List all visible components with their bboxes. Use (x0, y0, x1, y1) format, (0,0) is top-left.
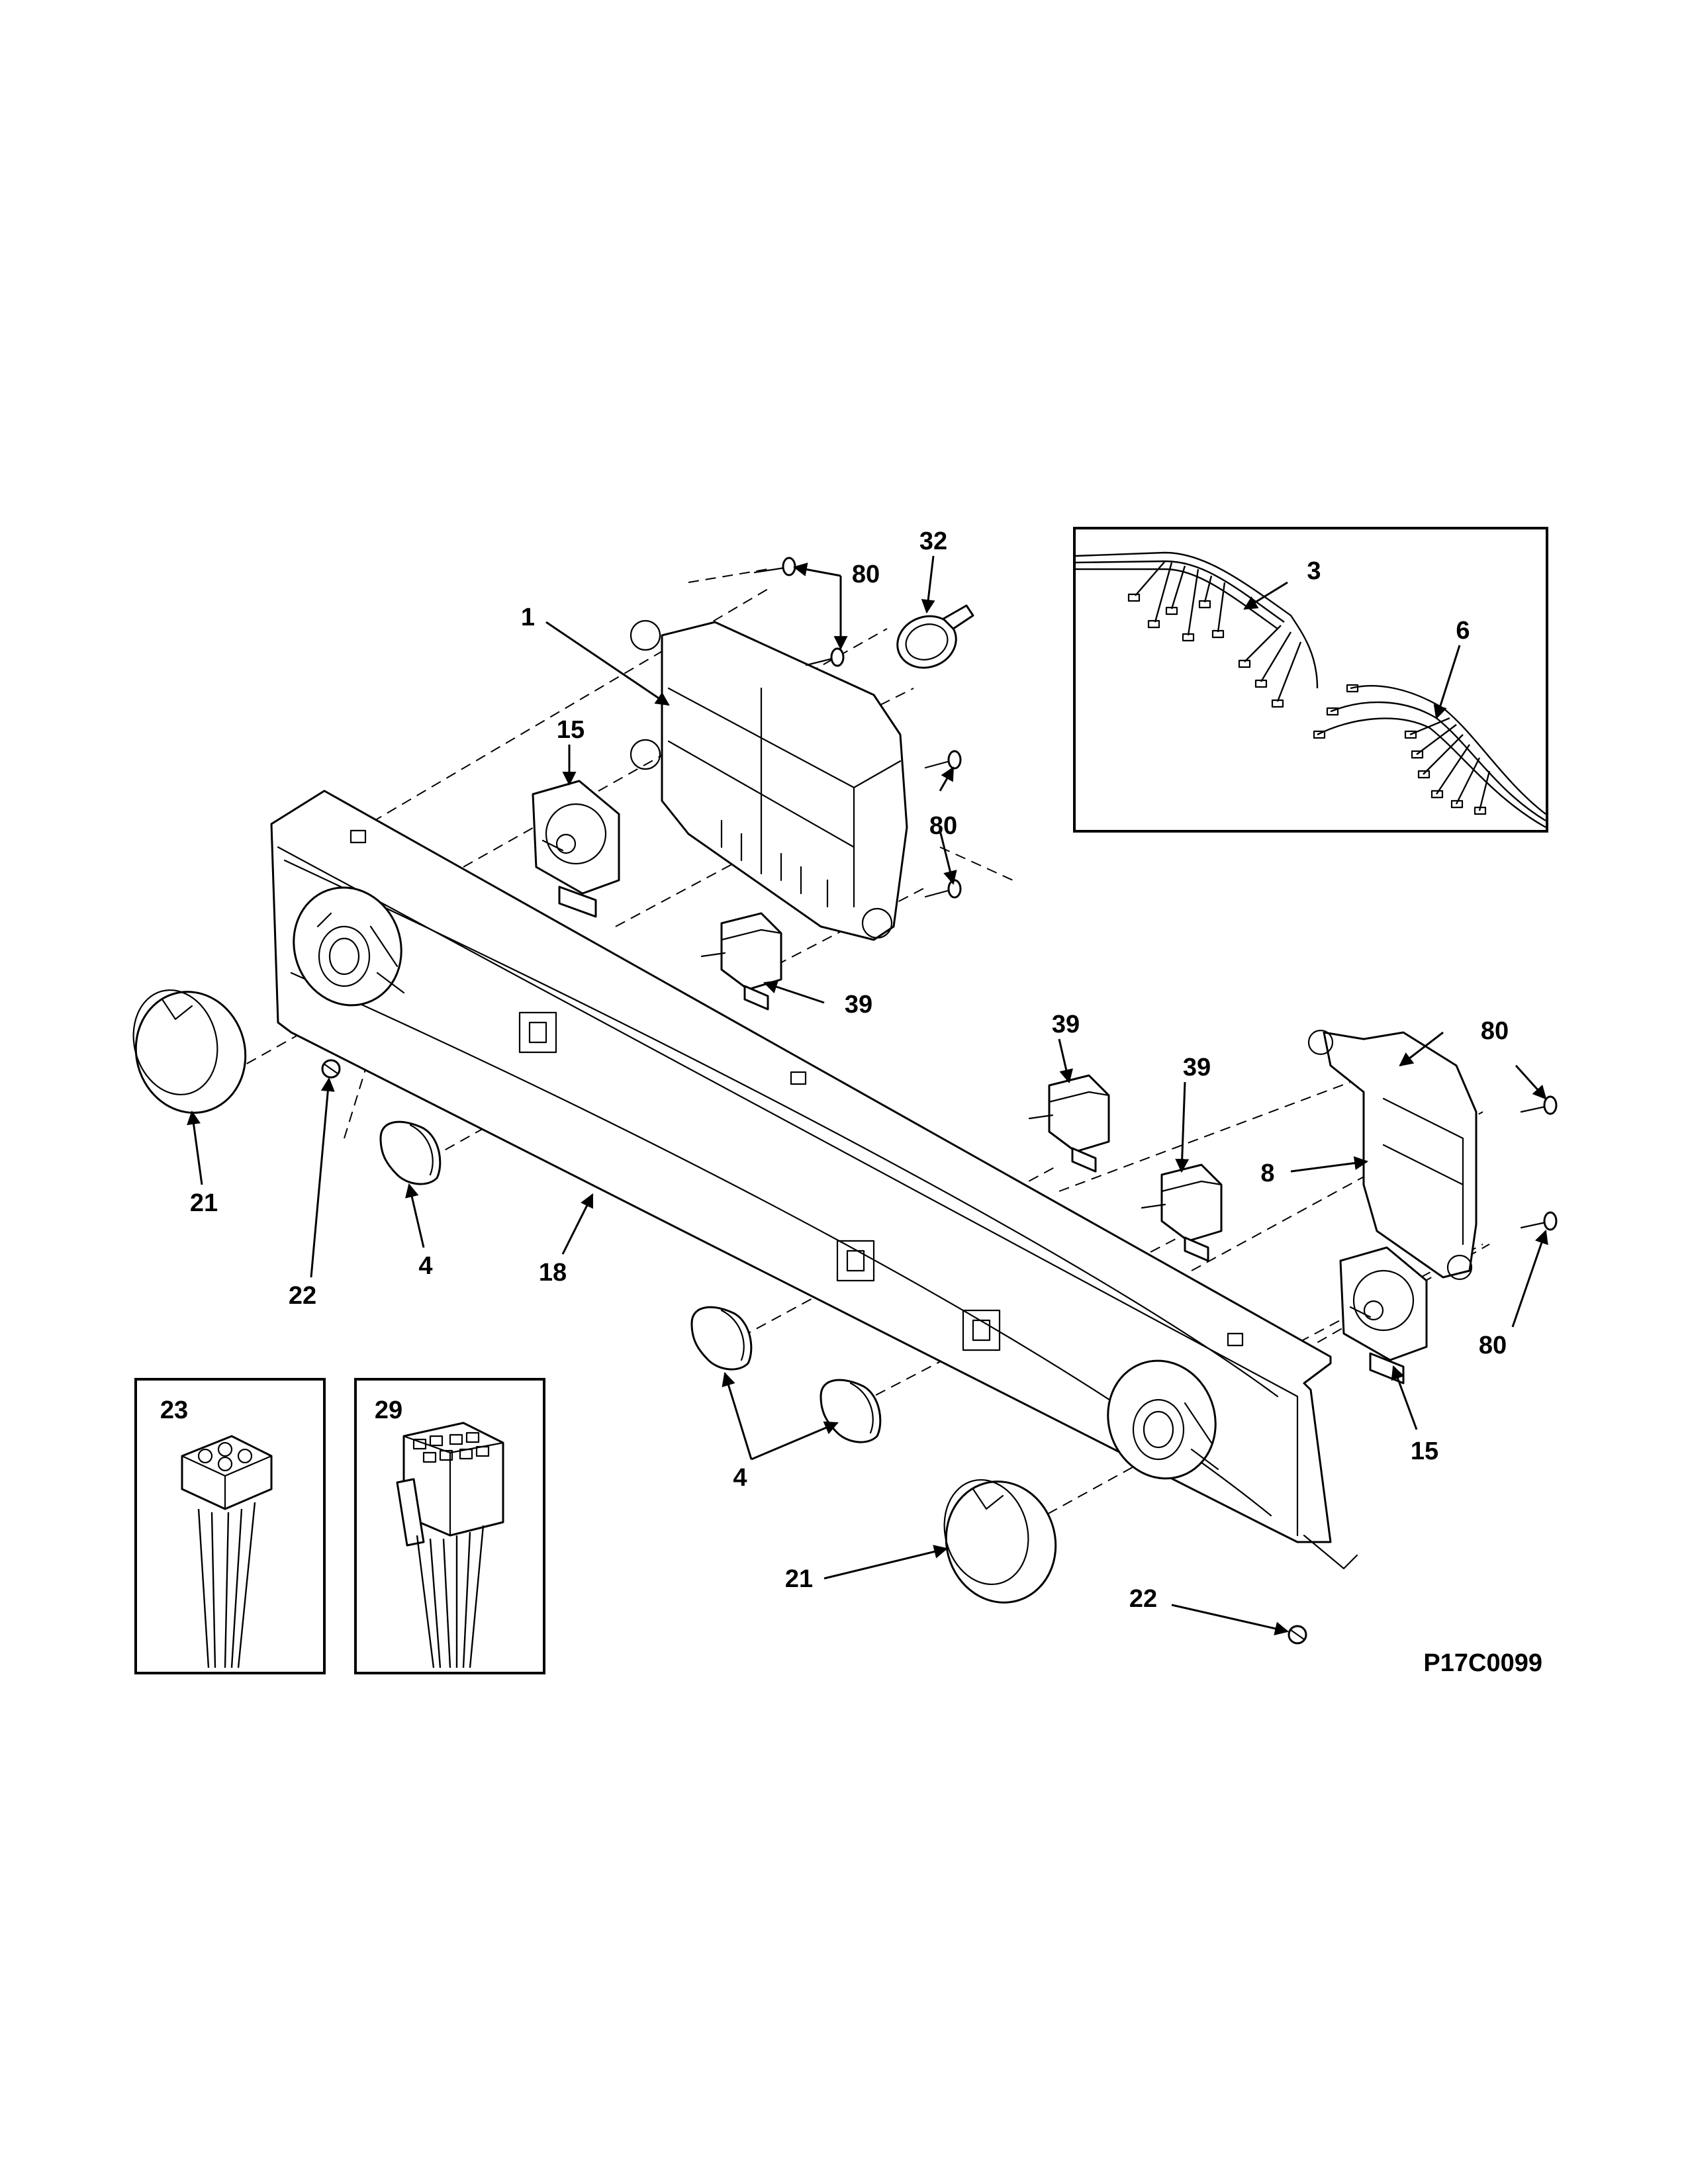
panel-tab (350, 829, 367, 844)
callout-6: 6 (1456, 617, 1470, 645)
wire-harness-6 (1313, 684, 1546, 829)
panel-switch-clip (518, 1011, 557, 1054)
screw-80-top-1 (753, 557, 796, 576)
connector-23 (181, 1435, 273, 1668)
screw-80-mid-1 (924, 750, 962, 770)
small-knob-2 (690, 1306, 753, 1371)
panel-switch-clip (962, 1309, 1001, 1351)
callout-18: 18 (539, 1259, 567, 1287)
callout-21: 21 (190, 1189, 218, 1217)
board-mount-ear (861, 907, 893, 939)
callout-39: 39 (1183, 1054, 1211, 1081)
callout-22: 22 (289, 1282, 316, 1310)
cable-tie (896, 604, 974, 669)
switch-bracket (1307, 1029, 1477, 1281)
callout-15: 15 (557, 716, 585, 744)
callout-labels: 1 80 32 3 6 15 80 39 39 39 80 8 80 15 21… (160, 527, 1509, 1613)
leader-lines (187, 555, 1548, 1636)
callout-21: 21 (785, 1565, 813, 1593)
connector-29 (396, 1422, 504, 1668)
callout-32: 32 (919, 527, 947, 555)
callout-1: 1 (521, 604, 535, 631)
rotary-switch-right (1339, 1246, 1428, 1385)
panel-switch-clip (836, 1240, 875, 1282)
wire-harness-inset (1073, 527, 1548, 833)
panel-tab (790, 1071, 807, 1085)
switch-39-right-1 (1028, 1074, 1110, 1173)
connector-inset-23 (134, 1378, 326, 1674)
screw-22-right (1288, 1625, 1307, 1645)
callout-29: 29 (375, 1396, 402, 1424)
left-knob-boss (293, 886, 405, 1007)
screw-80-mid-2 (924, 879, 962, 899)
console-panel (270, 790, 1358, 1570)
right-knob-boss (1107, 1359, 1219, 1480)
callout-80: 80 (1481, 1017, 1509, 1045)
drawing-number: P17C0099 (1423, 1649, 1542, 1677)
large-knob-left (132, 989, 247, 1114)
callout-15: 15 (1411, 1437, 1438, 1465)
small-knob-3 (820, 1379, 882, 1443)
control-board (630, 619, 908, 941)
board-mount-ear (630, 619, 661, 651)
wire-harness-3 (1075, 551, 1319, 708)
callout-22: 22 (1129, 1585, 1157, 1613)
screw-22-left (321, 1059, 341, 1079)
panel-tab (1227, 1332, 1244, 1347)
small-knob-1 (379, 1120, 442, 1185)
large-knob-right (943, 1479, 1057, 1604)
callout-3: 3 (1307, 557, 1321, 585)
board-mount-ear (630, 739, 661, 770)
callout-4: 4 (733, 1464, 747, 1492)
callout-80: 80 (1479, 1332, 1507, 1359)
rotary-switch-left (532, 780, 620, 918)
callout-8: 8 (1260, 1160, 1274, 1187)
callout-39: 39 (1052, 1011, 1080, 1038)
screw-80-right-3 (1520, 1211, 1558, 1231)
switch-39-right-2 (1141, 1163, 1223, 1262)
screw-80-right-2 (1520, 1095, 1558, 1115)
callout-4: 4 (418, 1252, 432, 1280)
switch-39-center (700, 912, 782, 1011)
callout-39: 39 (845, 991, 872, 1019)
callout-80: 80 (852, 561, 880, 588)
callout-23: 23 (160, 1396, 188, 1424)
callout-80: 80 (929, 812, 957, 840)
connector-inset-29 (354, 1378, 545, 1674)
